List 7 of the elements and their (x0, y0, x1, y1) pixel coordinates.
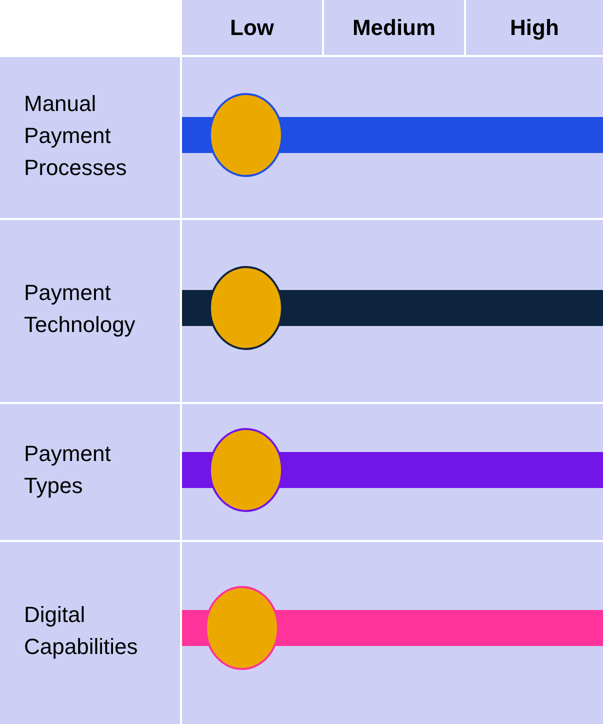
row-label: Payment Technology (24, 279, 136, 339)
column-header: Low (182, 0, 322, 55)
row-label: Payment Types (24, 440, 112, 500)
row-label: Manual Payment Processes (24, 90, 128, 182)
row-label: Digital Capabilities (24, 601, 139, 661)
column-header: Medium (324, 0, 464, 55)
column-header: High (466, 0, 603, 55)
